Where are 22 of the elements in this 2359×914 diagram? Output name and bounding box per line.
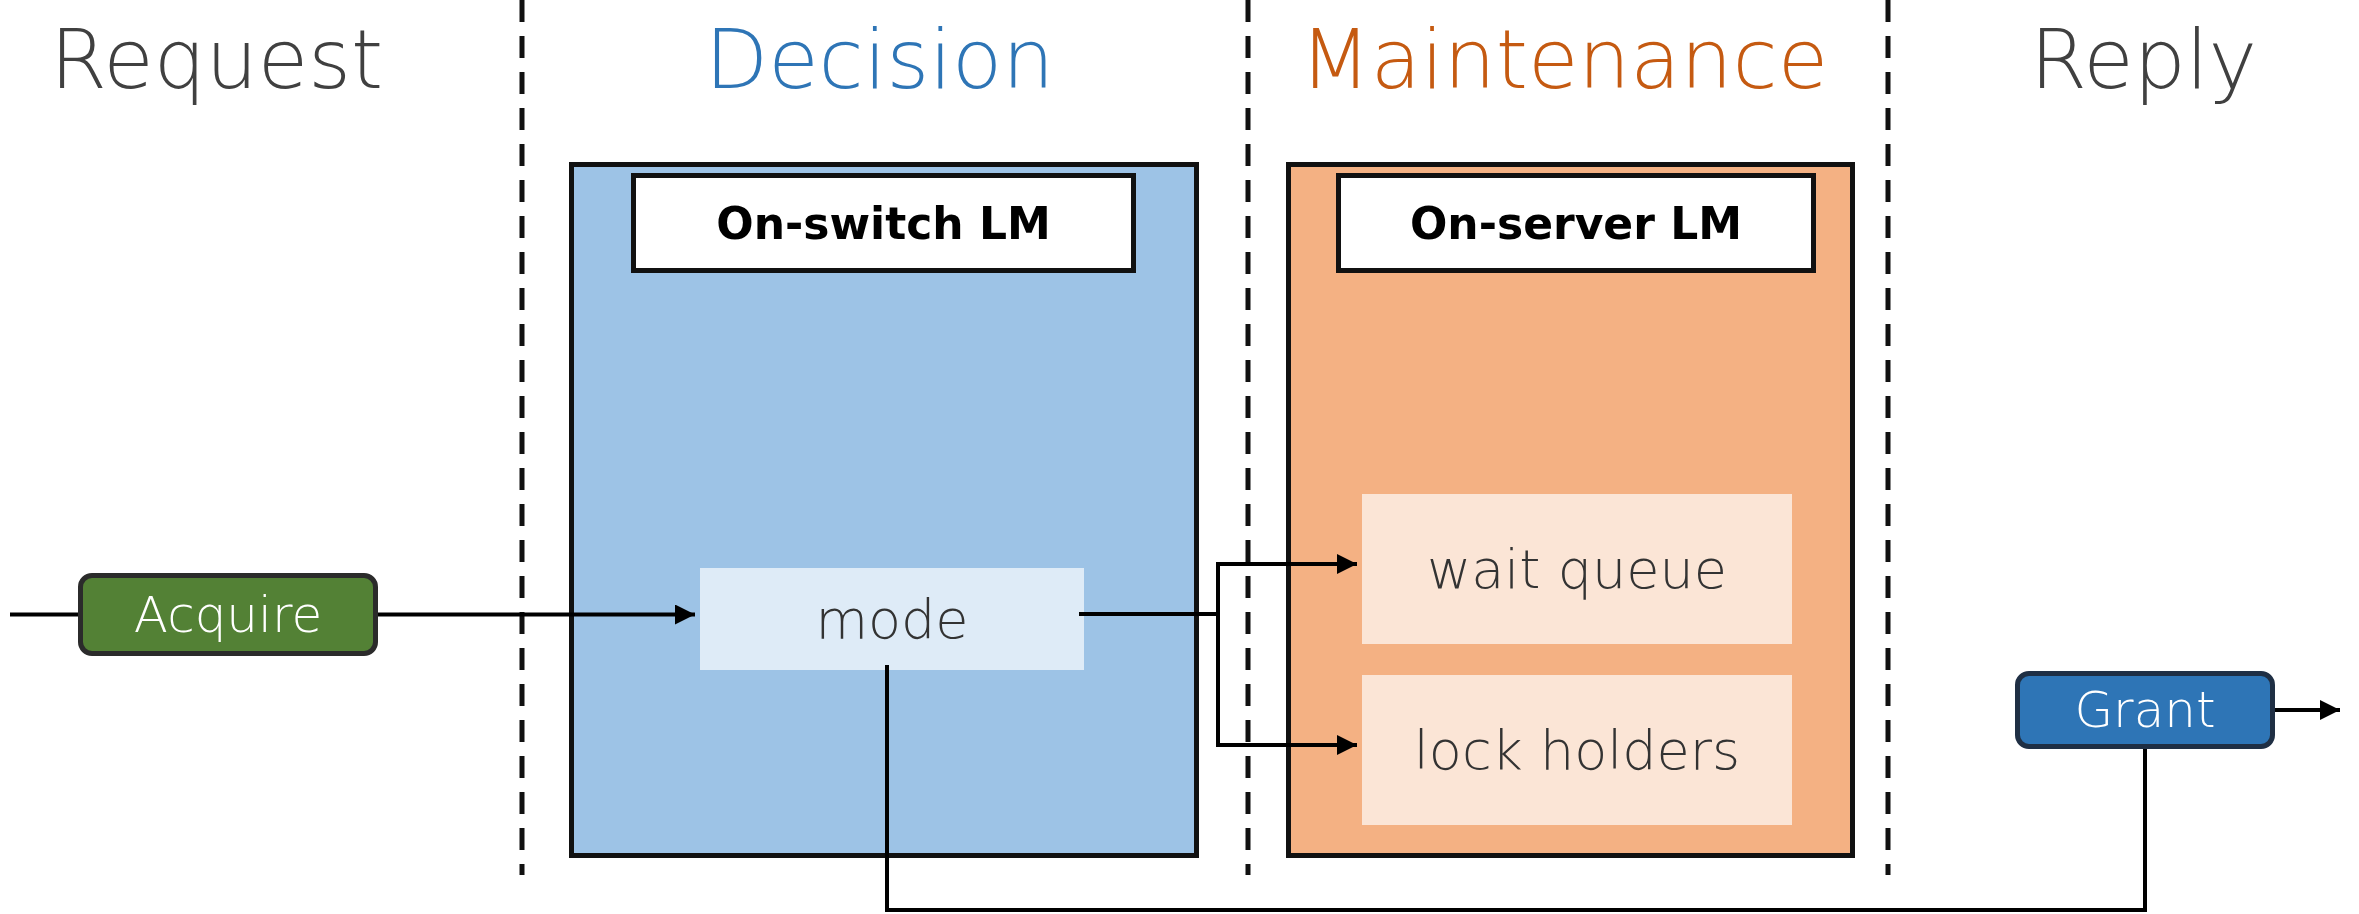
arrow: [2275, 700, 2340, 720]
process-box: [700, 568, 1084, 670]
column-heading: Decision: [705, 12, 1055, 107]
header-label: On-switch LM: [631, 173, 1136, 273]
process-box: [1362, 675, 1792, 825]
column-heading: Reply: [2030, 12, 2258, 107]
process-box: [1362, 494, 1792, 644]
node-label: lock holders: [1413, 718, 1741, 782]
connector-line: [885, 665, 2147, 912]
connector-line: [10, 612, 78, 617]
container-box: [569, 162, 1199, 858]
node-label: Grant: [2074, 681, 2216, 739]
column-heading: Request: [50, 12, 384, 107]
column-heading: Maintenance: [1300, 12, 1829, 107]
node-label: Acquire: [133, 585, 323, 644]
process-box: [2015, 671, 2275, 749]
node-label: wait queue: [1427, 537, 1727, 601]
arrow: [378, 604, 695, 625]
header-label: On-server LM: [1336, 173, 1816, 273]
process-box: [78, 573, 378, 656]
node-label: mode: [815, 587, 969, 651]
container-box: [1286, 162, 1855, 858]
